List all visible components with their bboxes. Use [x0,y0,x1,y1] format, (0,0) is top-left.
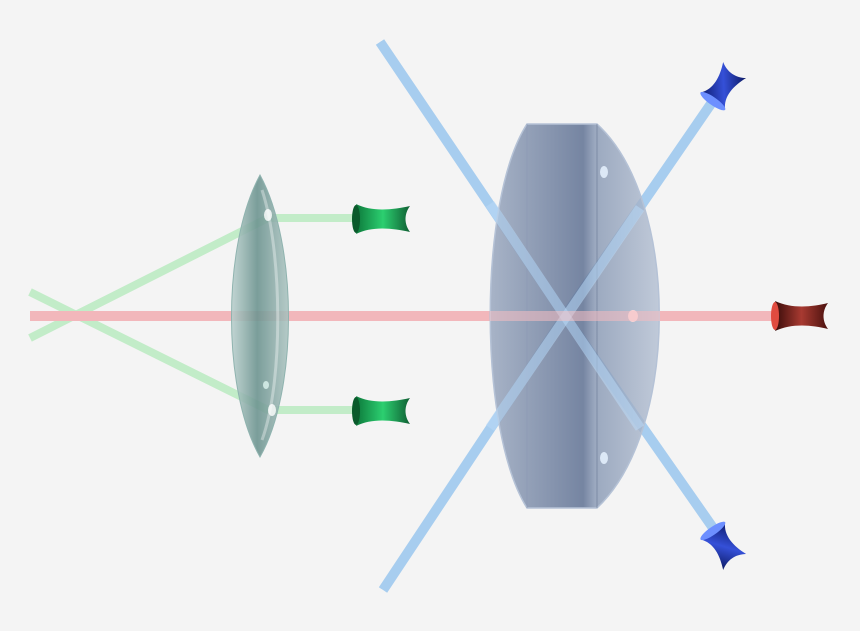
lens-highlight [263,381,269,389]
green-detector-bottom [352,396,410,426]
red-detector [771,301,828,331]
lens-highlight [600,452,608,464]
beams-through-lens [485,201,660,431]
lens-highlight [264,209,272,221]
blue-detector-top [700,61,747,111]
blue-detector-bottom [700,521,747,571]
lens-highlight [268,404,276,416]
lens-highlight [600,166,608,178]
biconvex-lens-left [231,173,289,459]
green-detector-top [352,204,410,234]
